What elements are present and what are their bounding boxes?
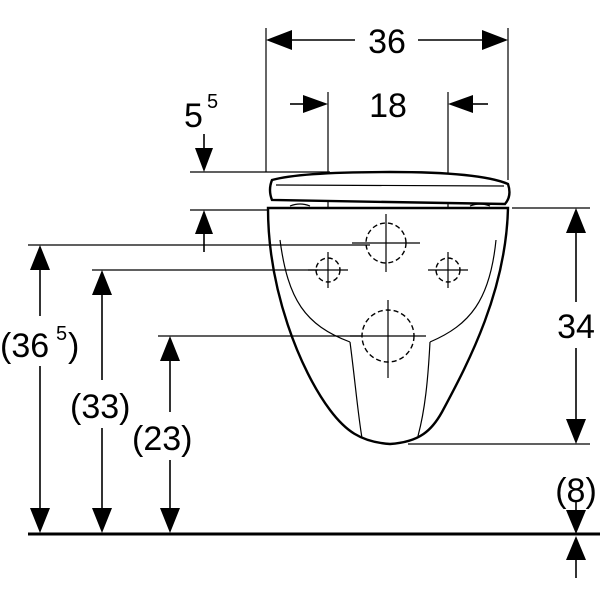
seat-inner-line (275, 184, 505, 187)
seat-offset-label: 5 (184, 97, 203, 135)
hidden-holes (308, 214, 468, 378)
bowl-height-arrow-bottom (566, 419, 586, 444)
width-arrow-right (482, 30, 508, 50)
hinge-right (469, 203, 491, 207)
outlet-height-label: (23) (132, 420, 192, 458)
upper-height-arrow-top (30, 245, 50, 270)
bowl-contour-right (429, 239, 497, 343)
seat-offset-sup: 5 (207, 91, 218, 113)
outlet-height-arrow-top (160, 336, 180, 361)
floor-gap-arrow-bottom (566, 536, 586, 560)
width-arrow-left (266, 30, 292, 50)
spacing-arrow-left (303, 95, 328, 113)
upper-height-arrow-bottom (30, 508, 50, 533)
upper-height-close: ) (68, 327, 79, 365)
spacing-arrow-right (448, 95, 473, 113)
bowl-height-label: 34 (557, 308, 595, 346)
upper-height-sup: 5 (56, 323, 67, 345)
wc-seat (268, 170, 511, 207)
fixing-height-arrow-top (92, 270, 112, 295)
hinge-left (289, 203, 311, 207)
bowl-height-arrow-top (566, 208, 586, 233)
seat-offset-arrow-up (195, 210, 213, 234)
seat-offset-arrow-down (195, 148, 213, 172)
width-label: 36 (368, 23, 406, 61)
bowl-foot-left (349, 341, 363, 439)
upper-height-label: (36 (0, 327, 49, 365)
floor-gap-label: (8) (555, 472, 597, 510)
fixing-height-label: (33) (70, 388, 130, 426)
bowl-foot-right (417, 341, 431, 437)
fixing-height-arrow-bottom (92, 508, 112, 533)
spacing-label: 18 (369, 87, 407, 125)
outlet-height-arrow-bottom (160, 508, 180, 533)
seat-outline (268, 170, 511, 206)
floor-gap-arrow-top (566, 510, 586, 534)
